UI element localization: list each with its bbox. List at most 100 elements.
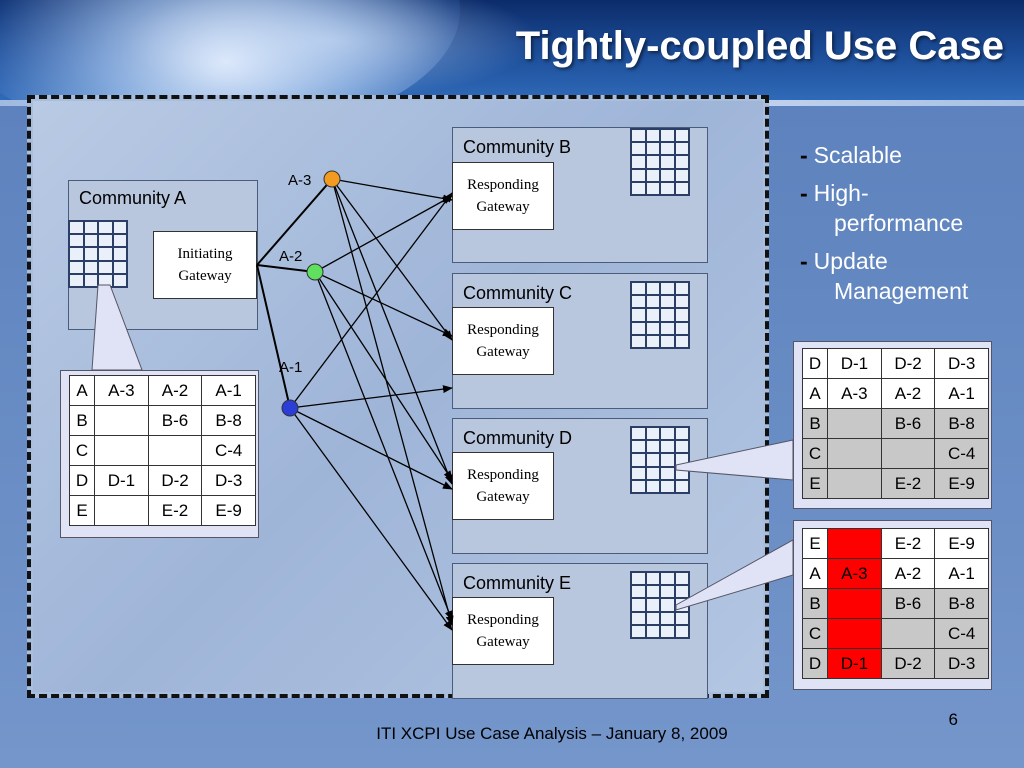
table-cell: E-9	[934, 468, 989, 499]
table-cell: A-3	[94, 375, 149, 406]
arrow-a3-e	[331, 178, 454, 626]
community-a-grid	[68, 220, 128, 288]
responding-gateway-e: Responding Gateway	[452, 597, 554, 665]
callout-e	[675, 539, 794, 611]
community-c-grid	[630, 281, 690, 349]
table-cell: D-1	[827, 648, 882, 679]
table-cell: A-2	[880, 558, 936, 589]
arrow-a3-b	[331, 178, 453, 203]
bullet-dash: -	[800, 180, 808, 206]
footer-text: ITI XCPI Use Case Analysis – January 8, …	[376, 724, 728, 743]
table-cell: A-2	[147, 375, 203, 406]
table-cell: D-2	[880, 348, 936, 379]
community-a-label: Community A	[79, 188, 187, 208]
arrow-a2-b	[314, 195, 453, 273]
table-cell: E-2	[880, 468, 936, 499]
table-cell: C-4	[201, 435, 256, 466]
node-a1-label: A-1	[279, 359, 303, 376]
table-cell: E-2	[880, 528, 936, 559]
arrow-a1-d	[289, 407, 453, 490]
table-cell: E	[801, 468, 829, 499]
bullet-text: Update	[813, 248, 888, 274]
link-gw-a1	[256, 264, 291, 409]
table-cell: B-8	[201, 405, 256, 436]
arrow-a3-c	[331, 178, 453, 341]
globe-glow	[120, 0, 540, 100]
table-row: C C-4	[801, 618, 989, 649]
table-cell	[827, 468, 882, 499]
community-e-grid	[630, 571, 690, 639]
table-cell: D-1	[94, 465, 149, 496]
table-cell: A	[68, 375, 96, 406]
table-cell	[94, 405, 149, 436]
bullet-text: High-	[813, 180, 869, 206]
gateway-d-line2: Gateway	[476, 489, 530, 505]
responding-gateway-c: Responding Gateway	[452, 307, 554, 375]
arrow-a1-c	[289, 385, 453, 409]
bullet-dash: -	[800, 142, 808, 168]
table-cell: C	[801, 618, 829, 649]
callout-d	[675, 439, 794, 481]
table-cell: D	[68, 465, 96, 496]
table-cell: A	[801, 378, 829, 409]
community-d-label: Community D	[463, 428, 573, 448]
table-cell: A-1	[201, 375, 256, 406]
gateway-d-line1: Responding	[467, 467, 539, 483]
link-gw-a3	[256, 178, 333, 266]
community-d-grid	[630, 426, 690, 494]
community-e-label: Community E	[463, 573, 572, 593]
table-cell: D	[801, 348, 829, 379]
arrow-a2-d	[314, 271, 453, 481]
bullet-text: performance	[834, 210, 964, 236]
callout-a	[91, 284, 143, 371]
community-b-label: Community B	[463, 137, 572, 157]
table-cell: B-6	[880, 588, 936, 619]
table-cell: E-9	[934, 528, 989, 559]
community-c-label: Community C	[463, 283, 573, 303]
node-a3-label: A-3	[288, 172, 312, 189]
gateway-b-line2: Gateway	[476, 199, 530, 215]
table-cell: A-1	[934, 378, 989, 409]
table-cell	[94, 495, 149, 526]
table-cell: D-3	[201, 465, 256, 496]
table-cell	[827, 408, 882, 439]
table-cell: A	[801, 558, 829, 589]
table-cell: D-2	[147, 465, 203, 496]
bullet-text: Scalable	[813, 142, 902, 168]
arrow-a1-e	[289, 407, 453, 631]
table-cell: B-6	[880, 408, 936, 439]
table-cell: E-9	[201, 495, 256, 526]
table-cell: D-2	[880, 648, 936, 679]
table-cell: B-8	[934, 408, 989, 439]
arrow-a3-d	[331, 178, 453, 485]
table-cell: A-3	[827, 378, 882, 409]
table-cell: A-2	[880, 378, 936, 409]
gateway-e-line1: Responding	[467, 612, 539, 628]
gateway-c-line1: Responding	[467, 322, 539, 338]
table-cell	[827, 438, 882, 469]
footer: ITI XCPI Use Case Analysis – January 8, …	[0, 724, 1024, 744]
table-cell	[827, 618, 882, 649]
community-b-grid	[630, 128, 690, 196]
table-cell: B-8	[934, 588, 989, 619]
table-cell	[827, 588, 882, 619]
gateway-b-line1: Responding	[467, 177, 539, 193]
table-cell: A-1	[934, 558, 989, 589]
table-cell: C-4	[934, 618, 989, 649]
gateway-e-line2: Gateway	[476, 634, 530, 650]
node-a2	[306, 263, 324, 281]
header-banner	[0, 0, 1024, 100]
